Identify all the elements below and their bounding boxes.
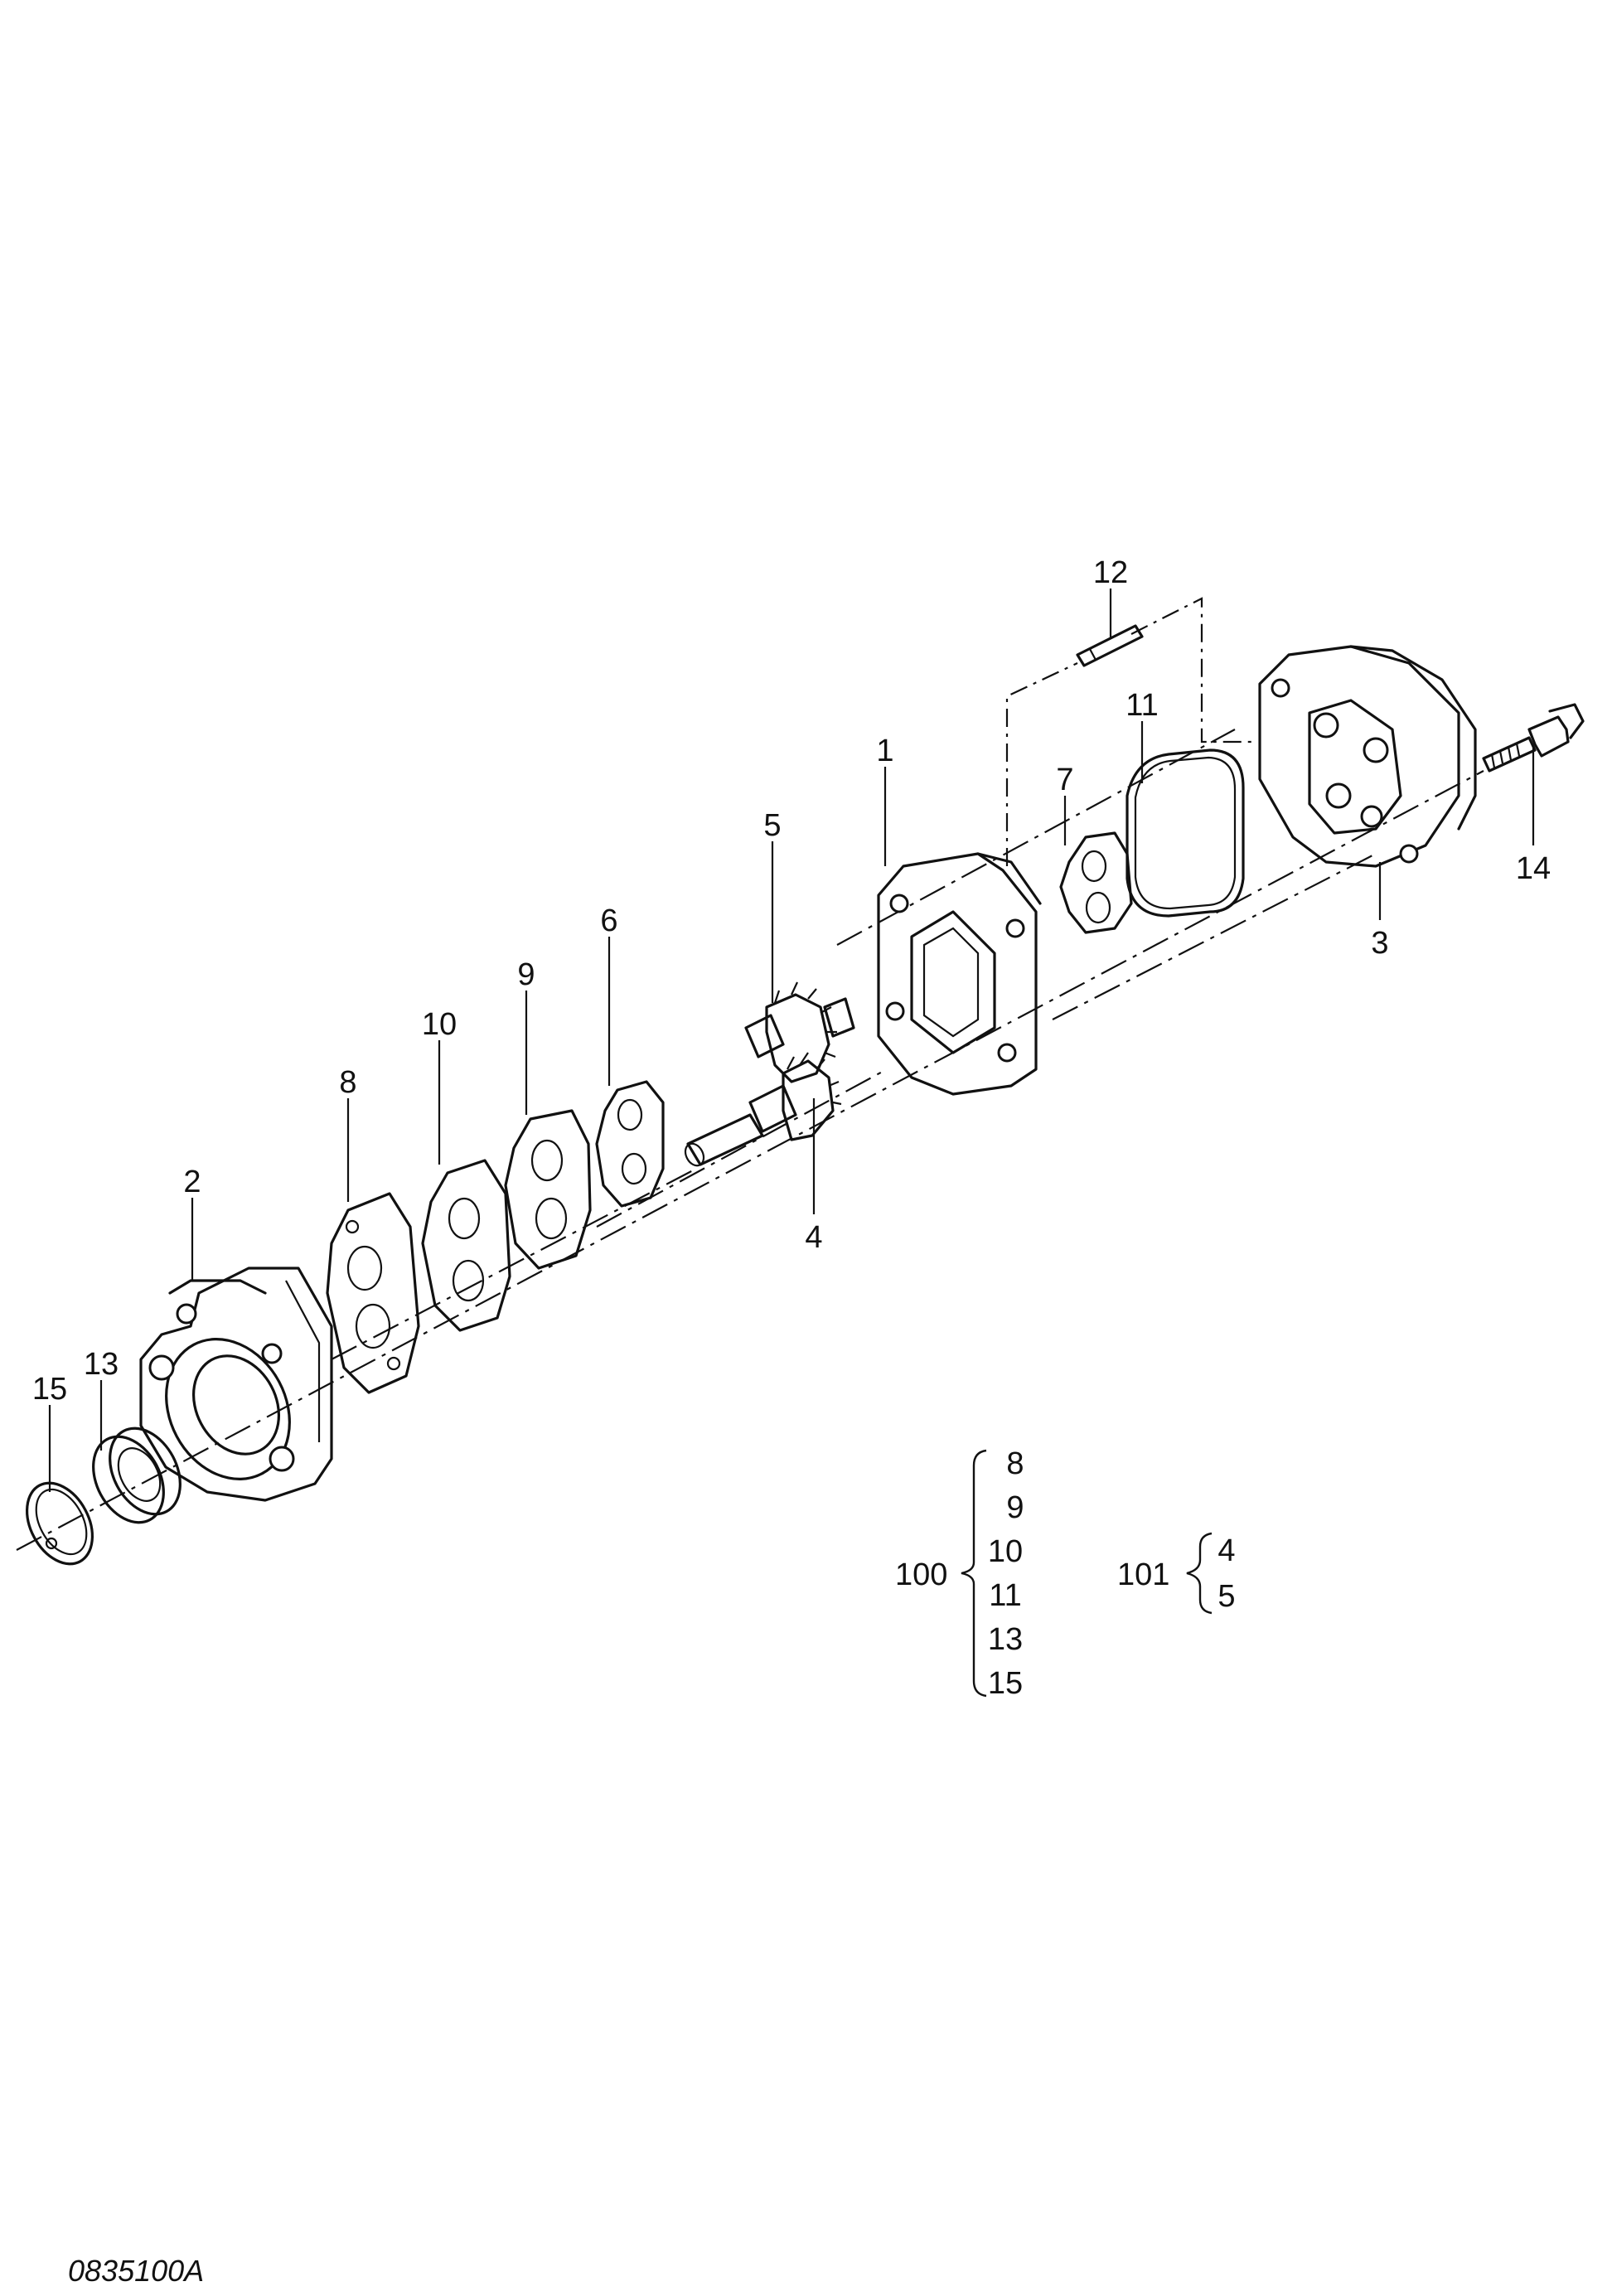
callout-12: 12 xyxy=(1093,555,1128,590)
callout-6: 6 xyxy=(600,903,617,938)
callout-4: 4 xyxy=(805,1220,822,1255)
kit-101-item: 5 xyxy=(1217,1579,1235,1614)
callout-13: 13 xyxy=(84,1347,119,1382)
kit-legend-101: 101 4 5 xyxy=(1117,1532,1236,1615)
kit-100-item: 11 xyxy=(989,1578,1021,1613)
kit-100-item: 15 xyxy=(988,1666,1023,1701)
callout-2: 2 xyxy=(183,1165,201,1199)
part-5-drive-gear xyxy=(744,981,855,1083)
callout-3: 3 xyxy=(1371,926,1388,961)
part-13-oil-seal xyxy=(92,1427,182,1524)
drawing-number: 0835100A xyxy=(68,2254,204,2288)
part-15-snap-ring xyxy=(26,1481,94,1566)
part-callouts: 1 2 3 4 5 6 7 8 9 10 11 12 13 14 15 xyxy=(32,555,1551,1407)
leader-lines xyxy=(48,589,1535,1492)
kit-101-brace xyxy=(1186,1532,1213,1615)
callout-11: 11 xyxy=(1125,688,1158,723)
kit-101-item: 4 xyxy=(1217,1533,1235,1568)
center-axes xyxy=(16,729,1484,1551)
kit-100-item: 13 xyxy=(988,1622,1023,1657)
part-12-dowel-pin xyxy=(1076,624,1144,667)
part-6-gasket xyxy=(595,1080,665,1208)
kit-100-item: 9 xyxy=(1006,1490,1024,1525)
callout-10: 10 xyxy=(422,1007,457,1042)
kit-100-item: 10 xyxy=(988,1534,1023,1569)
callout-1: 1 xyxy=(876,734,893,768)
part-1-housing-body xyxy=(877,852,1042,1096)
kit-100-id: 100 xyxy=(895,1557,947,1592)
callout-8: 8 xyxy=(339,1065,356,1100)
kit-100-item: 8 xyxy=(1006,1446,1024,1481)
part-14-bolt xyxy=(1482,703,1585,773)
part-7-gasket xyxy=(1059,831,1133,934)
part-2-front-cover xyxy=(139,1267,333,1502)
dowel-pin-guide xyxy=(1005,597,1251,866)
kit-legend-100: 100 8 9 10 11 13 15 xyxy=(895,1446,1024,1701)
part-10-plate xyxy=(421,1159,511,1332)
kit-101-id: 101 xyxy=(1117,1557,1169,1592)
part-3-rear-cover xyxy=(1258,645,1477,868)
callout-5: 5 xyxy=(763,808,781,843)
part-8-plate xyxy=(326,1192,420,1394)
callout-9: 9 xyxy=(517,957,535,992)
callout-14: 14 xyxy=(1516,851,1551,886)
callout-15: 15 xyxy=(32,1372,67,1407)
kit-100-brace xyxy=(961,1449,987,1698)
part-9-seal-plate xyxy=(504,1109,592,1270)
part-11-o-ring xyxy=(1125,748,1245,918)
callout-7: 7 xyxy=(1056,763,1073,797)
